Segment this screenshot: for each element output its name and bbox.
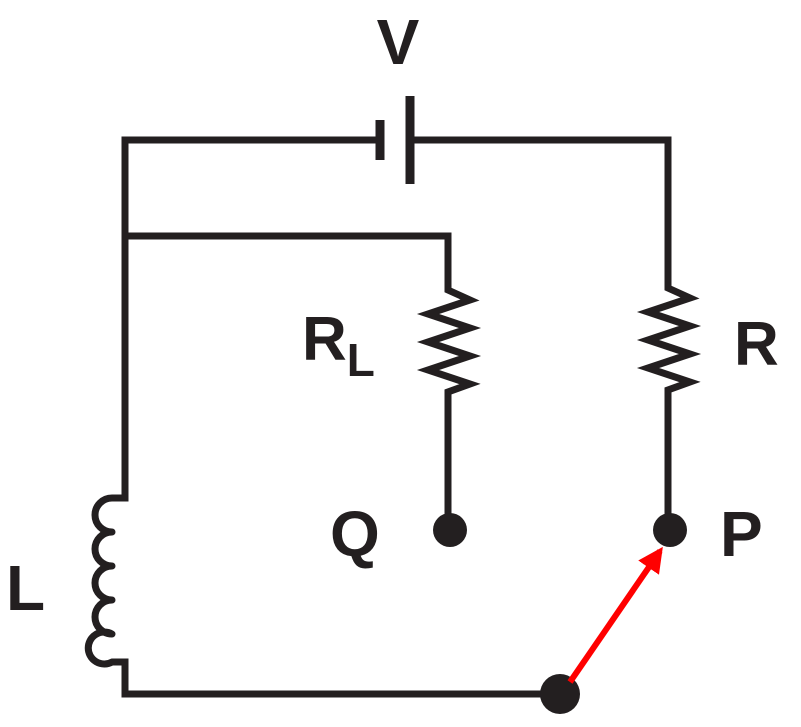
load-resistor-label-main: R xyxy=(302,305,347,374)
load-resistor-label: RL xyxy=(302,305,375,386)
switch-arm-arrow[interactable] xyxy=(567,546,663,684)
battery-label: V xyxy=(377,6,420,78)
load-resistor-label-sub: L xyxy=(347,334,375,386)
terminal-p-node[interactable] xyxy=(653,513,687,547)
terminal-p-label: P xyxy=(720,498,763,570)
battery xyxy=(375,96,415,184)
bottom-wire xyxy=(121,658,564,698)
resistor-label: R xyxy=(734,310,779,379)
terminal-q-label: Q xyxy=(330,498,380,570)
resistor-zigzag xyxy=(636,274,702,404)
top-wire-left xyxy=(121,136,384,502)
inductor-label: L xyxy=(6,552,45,624)
top-wire-right xyxy=(406,136,672,282)
load-branch-wire xyxy=(121,232,452,284)
switch-pivot-node[interactable] xyxy=(540,674,580,714)
inductor-coil xyxy=(84,494,129,668)
terminal-q-node[interactable] xyxy=(433,513,467,547)
load-resistor-zigzag xyxy=(416,276,482,406)
